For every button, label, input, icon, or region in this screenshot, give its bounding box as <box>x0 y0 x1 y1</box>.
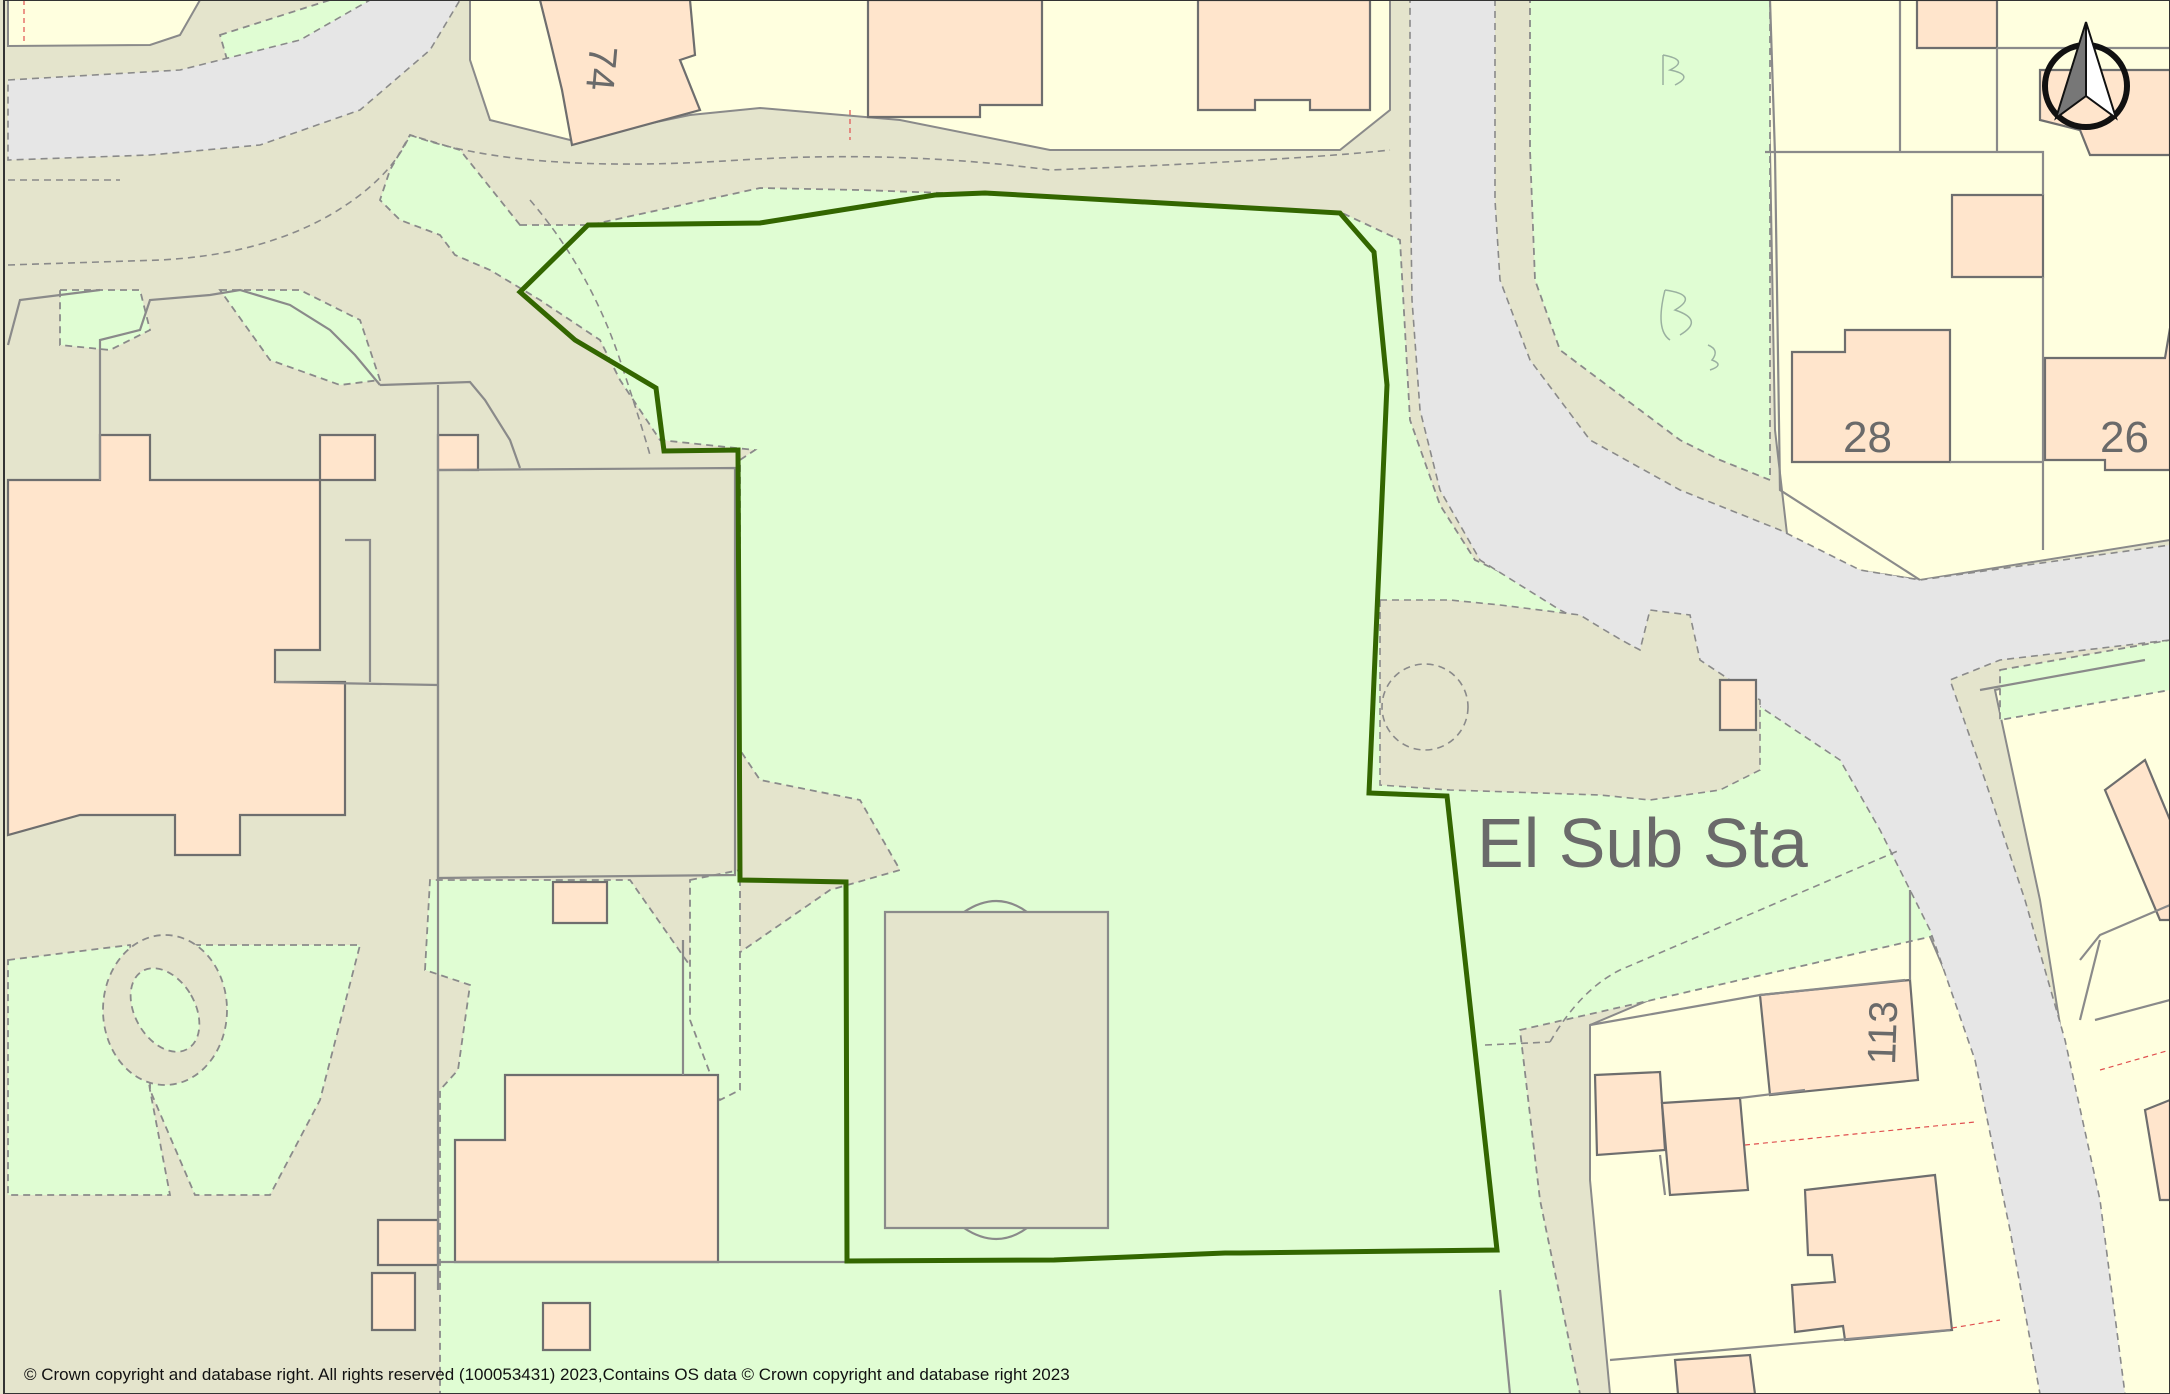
house-number-113: 113 <box>1860 1000 1906 1065</box>
buildings <box>6 0 2170 1394</box>
substation-label: El Sub Sta <box>1477 804 1808 882</box>
house-number-74: 74 <box>577 44 625 92</box>
property-boundaries <box>23 0 2170 1329</box>
plot-outlines <box>6 0 2170 1394</box>
map-frame <box>3 0 2170 1394</box>
house-number-28: 28 <box>1843 413 1892 462</box>
north-arrow-icon <box>2042 21 2130 130</box>
site-boundary <box>516 190 1500 1264</box>
faint-marks <box>1660 54 1719 371</box>
paths <box>7 134 1901 1046</box>
roads <box>7 0 2170 1394</box>
green-space <box>7 0 2170 1394</box>
house-number-26: 26 <box>2100 413 2149 462</box>
roundabout <box>102 934 228 1086</box>
copyright-notice: © Crown copyright and database right. Al… <box>24 1365 1070 1384</box>
